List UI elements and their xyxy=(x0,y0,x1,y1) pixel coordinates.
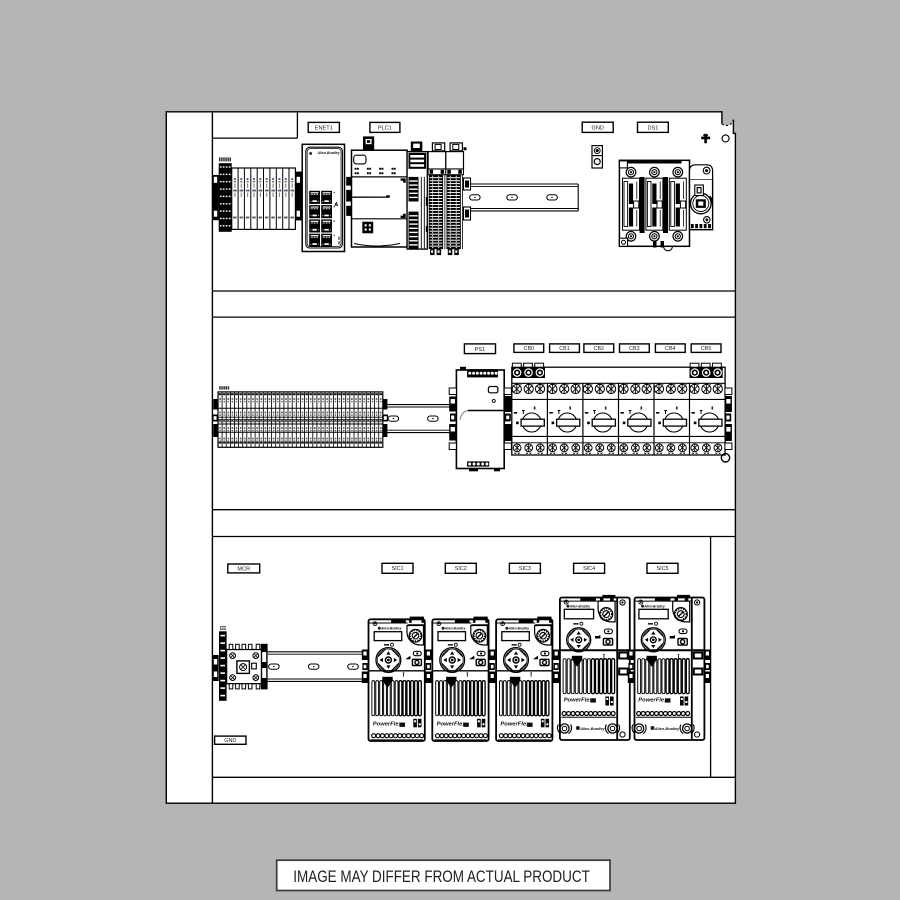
svg-text:Allen-Bradley: Allen-Bradley xyxy=(579,727,605,731)
svg-text:PowerFlex: PowerFlex xyxy=(373,722,403,728)
svg-text:Allen-Bradley: Allen-Bradley xyxy=(643,605,665,609)
svg-text:PS1: PS1 xyxy=(475,347,486,353)
svg-text:PowerFlex: PowerFlex xyxy=(564,697,594,703)
svg-text:SIC4: SIC4 xyxy=(583,566,595,572)
svg-text:CB3: CB3 xyxy=(629,346,640,352)
svg-text:CB1: CB1 xyxy=(559,346,570,352)
svg-text:SIC1: SIC1 xyxy=(392,566,404,572)
svg-text:PLC1: PLC1 xyxy=(378,125,392,131)
svg-text:Allen-Bradley: Allen-Bradley xyxy=(444,627,466,631)
svg-text:PowerFlex: PowerFlex xyxy=(638,697,668,703)
svg-text:GND: GND xyxy=(591,125,603,131)
svg-text:GND: GND xyxy=(224,738,236,744)
svg-text:Allen-Bradley: Allen-Bradley xyxy=(569,605,591,609)
svg-text:PowerFlex: PowerFlex xyxy=(500,722,530,728)
svg-text:CB5: CB5 xyxy=(701,346,712,352)
svg-text:PowerFlex: PowerFlex xyxy=(437,722,467,728)
svg-text:CB4: CB4 xyxy=(665,346,676,352)
svg-text:DS1: DS1 xyxy=(647,125,658,131)
svg-text:SIC2: SIC2 xyxy=(455,566,467,572)
svg-text:Allen-Bradley: Allen-Bradley xyxy=(654,727,680,731)
svg-text:SIC5: SIC5 xyxy=(657,566,669,572)
svg-text:Allen-Bradley: Allen-Bradley xyxy=(380,627,402,631)
svg-text:SIC3: SIC3 xyxy=(519,566,531,572)
svg-text:ENET1: ENET1 xyxy=(315,125,333,131)
svg-text:CB0: CB0 xyxy=(524,346,535,352)
svg-text:CB2: CB2 xyxy=(594,346,605,352)
svg-text:Allen-Bradley: Allen-Bradley xyxy=(317,151,341,155)
svg-text:Allen-Bradley: Allen-Bradley xyxy=(508,627,530,631)
svg-text:MCR: MCR xyxy=(237,567,250,573)
svg-text:IMAGE MAY DIFFER FROM ACTUAL P: IMAGE MAY DIFFER FROM ACTUAL PRODUCT xyxy=(293,868,590,886)
